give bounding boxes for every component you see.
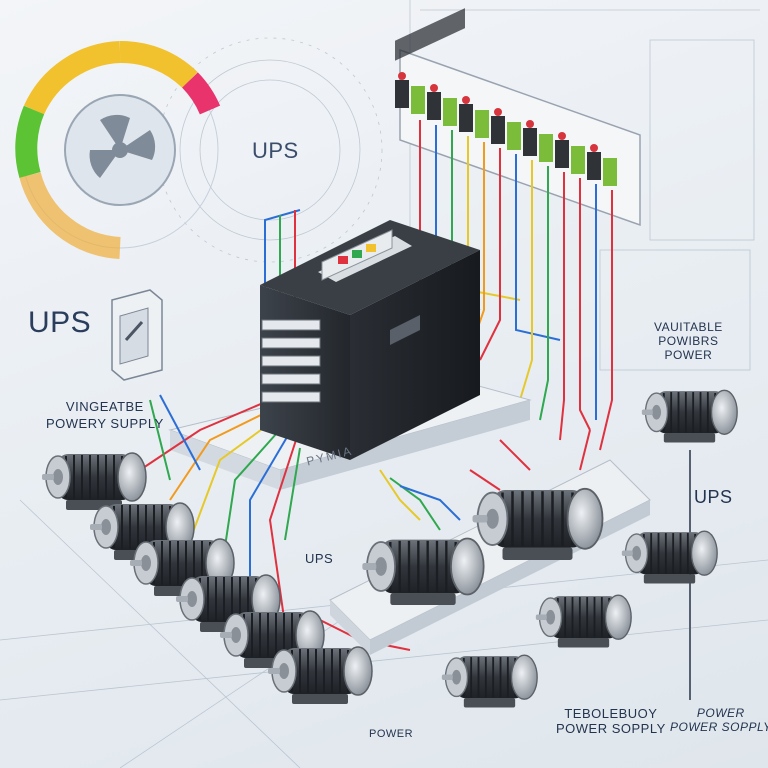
- variable-line-2: POWIBRS: [658, 334, 719, 348]
- power-right-line-2: POWER SOPPLY: [670, 720, 768, 734]
- variable-line-1: VAUITABLE: [654, 320, 723, 334]
- ups-label-center: UPS: [305, 551, 334, 566]
- power-label-bottom: POWER: [369, 728, 414, 740]
- tebolebuoy-line-2: POWER SOPPLY: [556, 721, 666, 736]
- motor-icon: [41, 452, 373, 705]
- ups-label-right: UPS: [694, 487, 733, 507]
- ups-label-left: UPS: [28, 306, 92, 339]
- terminal-rack-icon: [395, 48, 641, 227]
- ups-gauge-icon: [15, 40, 221, 259]
- vineable-power-label: VINGEATBE POWERY SUPPLY: [46, 398, 164, 432]
- tebolebuoy-label: TEBOLEBUOY POWER SOPPLY: [556, 706, 666, 736]
- ups-unit: [260, 8, 480, 460]
- power-supply-label-right: POWER POWER SOPPLY: [670, 706, 768, 734]
- ups-label-gauge: UPS: [252, 138, 299, 163]
- variable-power-label: VAUITABLE POWIBRS POWER: [654, 320, 723, 362]
- wall-switch-icon: [111, 289, 163, 381]
- variable-line-3: POWER: [664, 348, 713, 362]
- tebolebuoy-line-1: TEBOLEBUOY: [564, 706, 658, 721]
- vineable-line-2: POWERY SUPPLY: [46, 416, 164, 431]
- power-right-line-1: POWER: [696, 706, 745, 720]
- fan-icon: [89, 114, 156, 178]
- vineable-line-1: VINGEATBE: [65, 399, 144, 414]
